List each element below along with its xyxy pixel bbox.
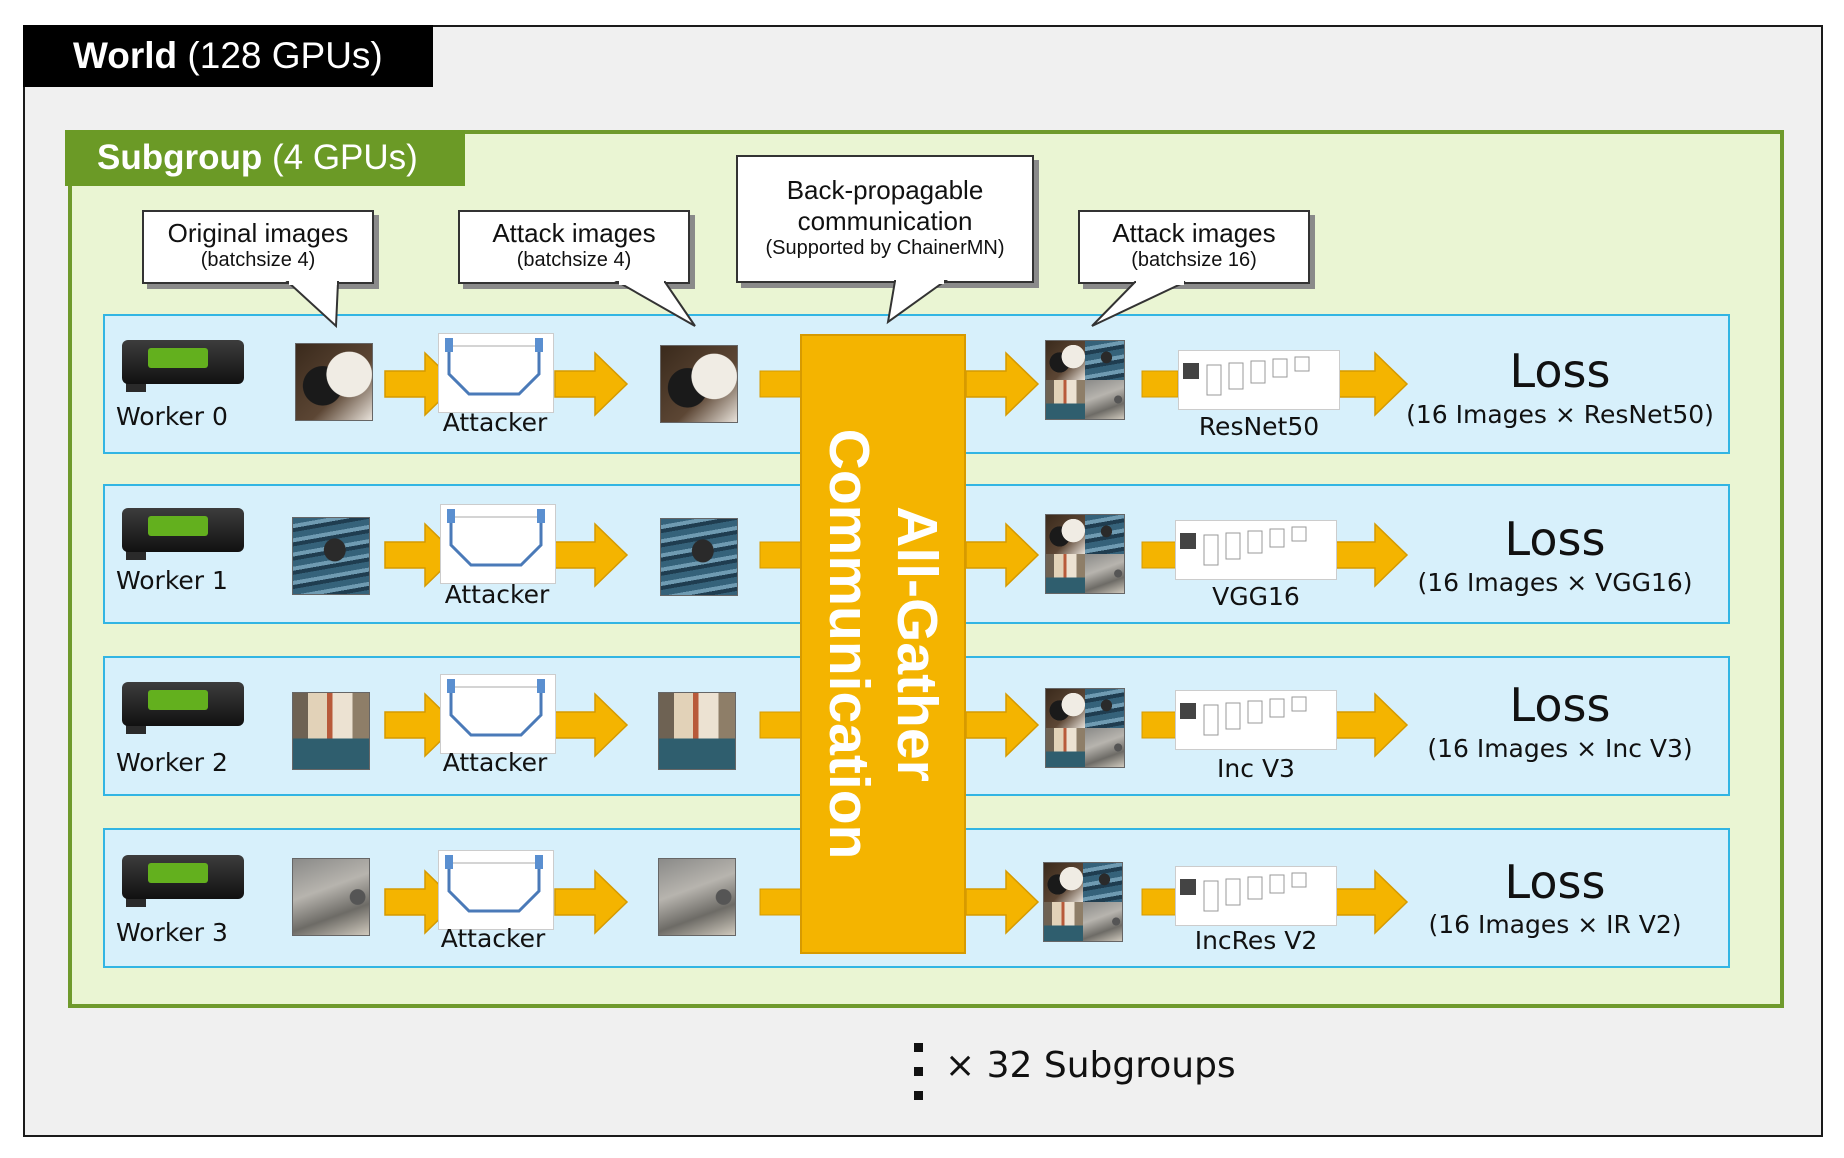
gpu-icon [122,682,244,734]
original-image [292,517,370,595]
attacker-label: Attacker [440,924,546,953]
worker-label: Worker 2 [116,748,228,777]
target-network-thumbnail [1175,866,1337,926]
callout-attack16-sub: (batchsize 16) [1131,249,1257,271]
loss-title: Loss [1509,344,1611,398]
callout-attack-images-4: Attack images (batchsize 4) [458,210,690,284]
callout-attack4-sub: (batchsize 4) [516,249,632,271]
worker-label: Worker 1 [116,566,228,595]
target-network-thumbnail [1175,520,1337,580]
gpu-icon [122,508,244,560]
target-network-thumbnail [1175,690,1337,750]
subgroup-label-count: (4 GPUs) [271,138,418,177]
original-image [292,692,370,770]
loss-title: Loss [1509,678,1611,732]
arrow-into-net-1 [1141,541,1179,569]
gathered-attack-images [1045,514,1125,594]
subgroup-label-bold: Subgroup [97,138,263,177]
all-gather-block [800,334,966,954]
attack-image [660,518,738,596]
callout-backprop-sub: (Supported by ChainerMN) [765,237,1005,259]
attacker-network-thumbnail [440,504,556,584]
gpu-icon [122,340,244,392]
attacker-network-thumbnail [440,674,556,754]
callout-original-sub: (batchsize 4) [200,249,316,271]
loss-detail: (16 Images × Inc V3) [1427,734,1693,763]
gathered-attack-images [1043,862,1123,942]
gathered-attack-images [1045,688,1125,768]
callout-backprop-line2: communication [797,206,973,236]
attack-image [658,692,736,770]
attacker-network-thumbnail [438,333,554,413]
callout-attack16-main: Attack images [1112,218,1276,248]
callout-attack-images-16: Attack images (batchsize 16) [1078,210,1310,284]
subgroup-count: × 32 Subgroups [945,1045,1236,1086]
arrow-into-net-0 [1141,370,1179,398]
vertical-ellipsis-icon [914,1043,924,1101]
target-network-thumbnail [1178,350,1340,410]
callout-attack4-main: Attack images [492,218,656,248]
arrow-into-comm-3 [759,888,803,916]
gpu-icon [122,855,244,907]
attacker-label: Attacker [442,748,548,777]
loss-detail: (16 Images × ResNet50) [1406,400,1714,429]
callout-original-main: Original images [167,218,349,248]
attack-image [660,345,738,423]
callout-backprop-line1: Back-propagable [786,175,984,205]
original-image [292,858,370,936]
world-label: World (128 GPUs) [23,25,433,87]
loss-title: Loss [1504,512,1606,566]
callout-backprop-communication: Back-propagable communication (Supported… [736,155,1034,283]
target-network-label: IncRes V2 [1194,926,1318,955]
attacker-network-thumbnail [438,850,554,930]
attacker-label: Attacker [444,580,550,609]
loss-title: Loss [1504,855,1606,909]
loss-detail: (16 Images × VGG16) [1417,568,1693,597]
worker-label: Worker 0 [116,402,228,431]
attack-image [658,858,736,936]
worker-label: Worker 3 [116,918,228,947]
world-label-count: (128 GPUs) [187,35,383,76]
world-label-bold: World [73,35,178,76]
target-network-label: VGG16 [1212,582,1300,611]
arrow-into-net-2 [1141,711,1179,739]
attacker-label: Attacker [442,408,548,437]
target-network-label: ResNet50 [1198,412,1320,441]
subgroup-label: Subgroup (4 GPUs) [65,130,465,186]
callout-original-images: Original images (batchsize 4) [142,210,374,284]
gathered-attack-images [1045,340,1125,420]
target-network-label: Inc V3 [1217,754,1295,783]
original-image [295,343,373,421]
loss-detail: (16 Images × IR V2) [1428,910,1682,939]
